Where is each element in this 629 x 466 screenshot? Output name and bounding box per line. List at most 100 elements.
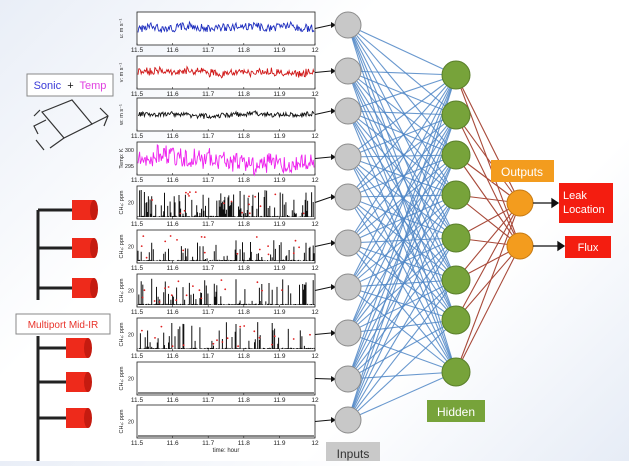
input-hidden-connection (347, 196, 457, 321)
ch4-sample-marker (182, 344, 185, 347)
panel-x-tick: 11.9 (273, 440, 286, 447)
ch4-sample-marker (267, 253, 270, 256)
panel-x-tick: 11.8 (238, 440, 251, 447)
panel-y-tick: 20 (128, 420, 134, 426)
hidden-node (441, 305, 471, 335)
multiport-label: Multiport Mid-IR (15, 313, 111, 335)
arrow-head (331, 154, 336, 160)
ch4-sample-marker (267, 245, 269, 248)
plot-to-input-arrow (314, 332, 332, 335)
input-node (334, 406, 362, 434)
hidden-output-connection (455, 202, 521, 373)
leak-location-box (559, 183, 613, 223)
ch4-sample-marker (183, 209, 186, 212)
panel-x-tick: 11.6 (167, 221, 180, 228)
hidden-node (441, 60, 471, 90)
output-node (506, 232, 534, 260)
ch4-sample-marker (167, 286, 170, 288)
input-hidden-connection (347, 114, 457, 421)
input-hidden-connection (347, 110, 457, 196)
panel-x-tick: 11.7 (202, 265, 215, 272)
ch4-sample-marker (170, 294, 173, 297)
hidden-box (427, 400, 485, 422)
panel-x-tick: 11.7 (202, 309, 215, 316)
ch4-sample-marker (241, 211, 244, 214)
input-node (334, 11, 362, 39)
input-hidden-connection (347, 156, 457, 239)
input-hidden-connection (347, 114, 457, 288)
plot-to-input-arrow (314, 196, 332, 203)
panel-x-tick: 11.5 (131, 309, 144, 316)
panel-x-tick: 12 (311, 133, 319, 140)
ch4-sample-marker (185, 294, 188, 297)
panel-x-tick: 11.7 (202, 440, 215, 447)
input-hidden-connection (347, 70, 457, 76)
input-hidden-connection (347, 74, 457, 112)
panel-x-tick: 12 (311, 309, 319, 316)
panel-x-tick: 11.9 (273, 265, 286, 272)
panel-y-tick: 300 (125, 148, 134, 154)
ch4-sample-marker (298, 246, 300, 249)
panel-x-tick: 11.7 (202, 47, 215, 54)
input-hidden-connection (347, 24, 457, 239)
panel-y-tick: 20 (128, 201, 134, 207)
panel-x-tick: 11.7 (202, 91, 215, 98)
panel-x-tick: 12 (311, 265, 319, 272)
ch4-sample-marker (140, 245, 143, 248)
input-hidden-connection (347, 194, 457, 198)
ch4-sample-marker (188, 195, 190, 197)
panel-x-tick: 11.9 (273, 47, 286, 54)
ch4-sample-marker (203, 236, 206, 239)
panel-x-tick: 11.9 (273, 353, 286, 360)
panel-frame (136, 361, 316, 396)
sampling-tree (36, 208, 72, 461)
panel-y-label: CH₄: ppm (119, 409, 125, 433)
ch4-sample-marker (212, 342, 215, 345)
arrow-head (331, 284, 336, 290)
input-node (334, 273, 362, 301)
panel-y-label: CH₄: ppm (119, 322, 125, 346)
input-hidden-connection (347, 237, 457, 421)
input-hidden-connection (347, 319, 457, 421)
output-node (506, 189, 534, 217)
arrow-head (331, 108, 336, 114)
panel-x-tick: 11.8 (238, 309, 251, 316)
input-hidden-connection (347, 332, 457, 373)
ch4-sample-marker (176, 239, 178, 241)
input-node (334, 229, 362, 257)
panel-x-tick: 11.6 (167, 91, 180, 98)
leak-location-line-1: Leak (563, 190, 587, 202)
ch4-sample-marker (254, 195, 257, 198)
input-hidden-connection (347, 110, 457, 321)
ch4-sample-marker (185, 191, 187, 194)
time-series-trace (137, 65, 315, 79)
input-hidden-connection (347, 196, 457, 373)
panel-x-tick: 11.9 (273, 177, 286, 184)
input-hidden-connection (347, 74, 457, 288)
panel-y-tick: 20 (128, 289, 134, 295)
ch4-sample-marker (158, 301, 161, 303)
panel-x-tick: 11.7 (202, 133, 215, 140)
panel-x-tick: 11.6 (167, 440, 180, 447)
input-node (334, 183, 362, 211)
flux-text: Flux (578, 242, 599, 254)
panel-x-tick: 11.7 (202, 177, 215, 184)
plot-to-input-arrow (314, 70, 332, 73)
ch4-sample-marker (273, 335, 276, 338)
temp-text: Temp (79, 80, 106, 92)
arrow-head (331, 194, 336, 200)
input-hidden-connection (347, 74, 457, 421)
ch4-sample-marker (160, 325, 163, 328)
time-series-trace (137, 143, 315, 177)
arrow-head (331, 417, 336, 423)
panel-x-tick: 11.5 (131, 397, 144, 404)
input-hidden-connection (347, 194, 457, 421)
input-hidden-connection (347, 242, 457, 321)
input-hidden-connection (347, 279, 457, 288)
ch4-sample-marker (192, 285, 194, 287)
input-hidden-connection (347, 242, 457, 281)
gas-canister (72, 238, 98, 258)
